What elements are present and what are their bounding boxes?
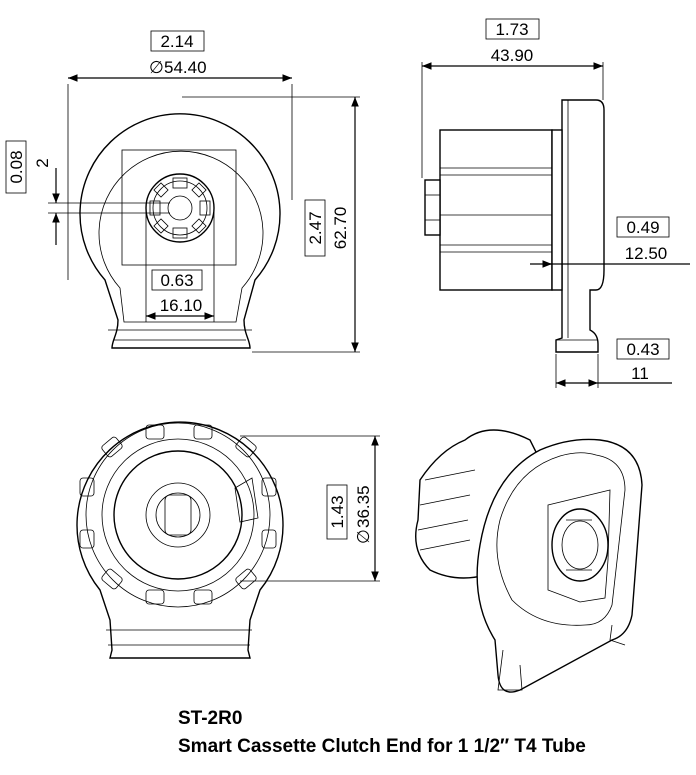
drum-diameter-symbol: ∅ [354,529,373,544]
overall-diameter-dimension: 2.14 ∅ 54.40 [67,30,293,280]
drum-diameter-inch: 1.43 [328,495,347,528]
flange-offset-mm: 12.50 [625,244,668,263]
offset-dimension: 0.08 2 [5,140,170,245]
overall-height-dimension: 2.47 62.70 [182,96,360,353]
hub-width-dimension: 0.63 16.10 [145,208,215,322]
drum-diameter-mm: 36.35 [354,485,373,528]
overall-height-mm: 62.70 [331,207,350,250]
overall-diameter-mm: 54.40 [164,58,207,77]
offset-mm: 2 [33,158,52,167]
flange-offset-inch: 0.49 [626,218,659,237]
side-view [424,99,605,353]
lip-depth-dimension: 0.43 11 [555,338,672,388]
overall-height-inch: 2.47 [306,211,325,244]
hub-width-inch: 0.63 [160,271,193,290]
overall-depth-inch: 1.73 [495,20,528,39]
overall-depth-dimension: 1.73 43.90 [421,18,604,178]
front-view [79,113,281,349]
overall-depth-mm: 43.90 [491,46,534,65]
flange-offset-dimension: 0.49 12.50 [530,216,690,268]
lip-depth-mm: 11 [631,364,649,383]
rear-view [76,421,284,659]
hub-width-mm: 16.10 [160,296,203,315]
drum-diameter-dimension: 1.43 ∅ 36.35 [240,435,380,582]
overall-diameter-symbol: ∅ [149,58,164,77]
product-code: ST-2R0 [178,708,243,729]
product-description: Smart Cassette Clutch End for 1 1/2″ T4 … [178,736,586,757]
lip-depth-inch: 0.43 [626,340,659,359]
overall-diameter-inch: 2.14 [160,32,193,51]
isometric-view [415,429,643,693]
offset-inch: 0.08 [7,150,26,183]
